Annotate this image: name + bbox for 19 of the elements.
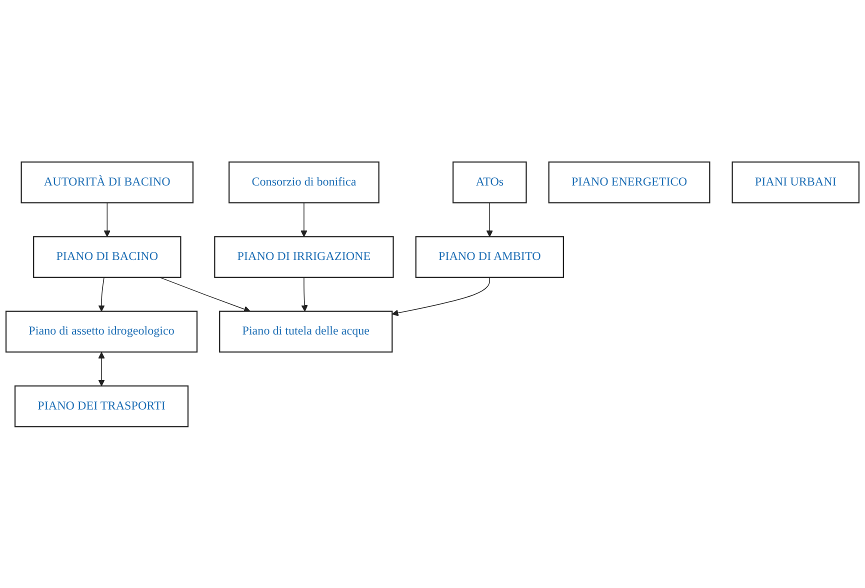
arrow (98, 352, 105, 386)
node-box: PIANO DI IRRIGAZIONE (214, 236, 394, 278)
node-box: PIANI URBANI (732, 161, 860, 203)
arrow (300, 202, 308, 237)
arrow (486, 202, 493, 237)
arrow (301, 276, 308, 312)
arrow (159, 276, 250, 312)
node-box: ATOs (452, 161, 527, 203)
arrow (104, 202, 110, 237)
node-box: AUTORITÀ DI BACINO (20, 161, 194, 203)
node-box: PIANO ENERGETICO (548, 161, 710, 203)
node-box: Piano di tutela delle acque (219, 310, 393, 352)
node-box: PIANO DI BACINO (33, 236, 182, 278)
arrow (98, 276, 105, 312)
node-box: PIANO DI AMBITO (415, 236, 564, 278)
node-box: PIANO DEI TRASPORTI (14, 385, 189, 427)
arrow (392, 276, 490, 316)
node-box: Piano di assetto idrogeologico (5, 310, 198, 352)
node-box: Consorzio di bonifica (228, 161, 380, 203)
